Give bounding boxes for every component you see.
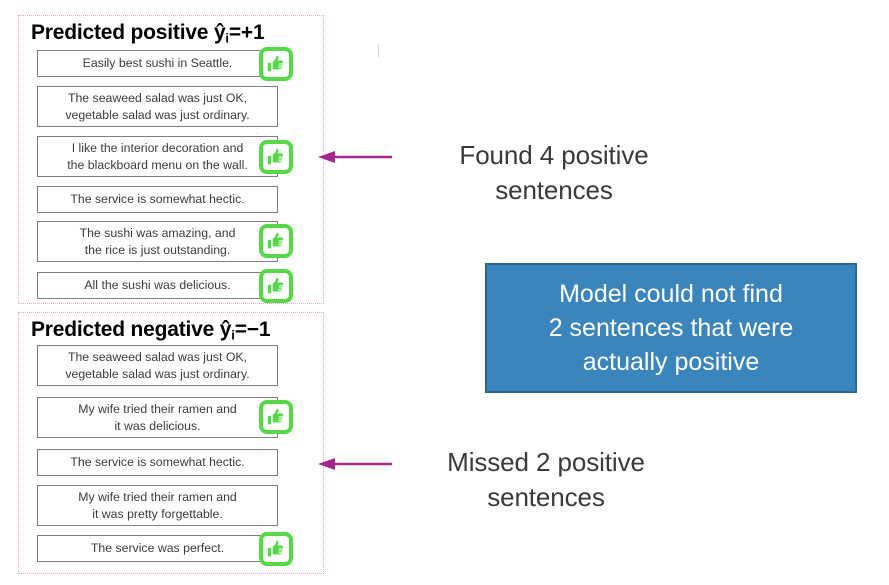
y-hat-symbol: ŷ xyxy=(219,318,232,341)
predicted-positive-region xyxy=(18,15,324,304)
model-limitation-callout: Model could not find 2 sentences that we… xyxy=(485,263,857,393)
sentence-text: My wife tried their ramen and it was pre… xyxy=(78,489,237,521)
sentence-text: The service is somewhat hectic. xyxy=(70,192,245,206)
y-hat-subscript: i xyxy=(225,30,229,46)
predicted-positive-heading: Predicted positive ŷi=+1 xyxy=(31,21,265,46)
heading-prefix-text: Predicted positive xyxy=(31,21,214,44)
sentence-box[interactable]: The sushi was amazing, and the rice is j… xyxy=(37,221,278,262)
sentence-text: All the sushi was delicious. xyxy=(84,278,231,292)
heading-suffix-text: =+1 xyxy=(228,21,265,44)
heading-prefix-text: Predicted negative xyxy=(31,318,220,341)
sentence-box[interactable]: The service was perfect. xyxy=(37,535,278,562)
predicted-negative-heading: Predicted negative ŷi=−1 xyxy=(31,318,270,343)
y-hat-symbol: ŷ xyxy=(213,21,226,44)
sentence-text: The seaweed salad was just OK, vegetable… xyxy=(65,349,250,381)
artifact-line xyxy=(378,44,379,58)
sentence-text: The seaweed salad was just OK, vegetable… xyxy=(65,90,250,122)
thumbs-up-icon xyxy=(259,47,293,81)
arrow-left-icon-found xyxy=(318,150,392,164)
sentence-text: I like the interior decoration and the b… xyxy=(67,140,248,172)
sentence-text: Easily best sushi in Seattle. xyxy=(82,56,233,70)
sentence-box[interactable]: All the sushi was delicious. xyxy=(37,272,278,299)
sentence-box[interactable]: The seaweed salad was just OK, vegetable… xyxy=(37,86,278,127)
sentence-box[interactable]: My wife tried their ramen and it was del… xyxy=(37,397,278,438)
sentence-box[interactable]: Easily best sushi in Seattle. xyxy=(37,50,278,77)
predicted-negative-region xyxy=(18,312,324,574)
thumbs-up-icon xyxy=(259,532,293,566)
sentence-box[interactable]: My wife tried their ramen and it was pre… xyxy=(37,485,278,526)
thumbs-up-icon xyxy=(259,140,293,174)
sentence-box[interactable]: I like the interior decoration and the b… xyxy=(37,136,278,177)
sentence-box[interactable]: The service is somewhat hectic. xyxy=(37,449,278,476)
sentence-text: The service is somewhat hectic. xyxy=(70,455,245,469)
sentence-text: The service was perfect. xyxy=(90,541,225,555)
sentence-box[interactable]: The service is somewhat hectic. xyxy=(37,186,278,213)
sentence-box[interactable]: The seaweed salad was just OK, vegetable… xyxy=(37,345,278,386)
sentence-text: My wife tried their ramen and it was del… xyxy=(78,401,237,433)
heading-suffix-text: =−1 xyxy=(234,318,271,341)
arrow-left-icon-missed xyxy=(318,457,392,471)
thumbs-up-icon xyxy=(259,400,293,434)
y-hat-subscript: i xyxy=(231,327,235,343)
sentence-text: The sushi was amazing, and the rice is j… xyxy=(79,225,236,257)
thumbs-up-icon xyxy=(259,269,293,303)
found-positive-caption: Found 4 positive sentences xyxy=(459,140,649,205)
thumbs-up-icon xyxy=(259,224,293,258)
missed-positive-caption: Missed 2 positive sentences xyxy=(447,447,645,512)
